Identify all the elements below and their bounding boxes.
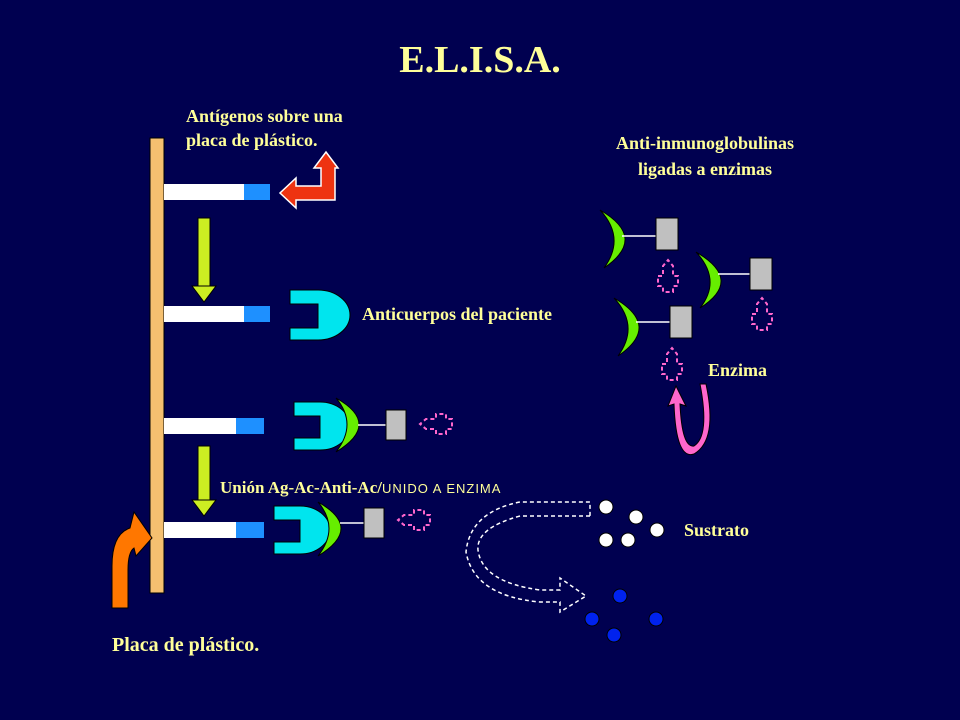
- antigen-row-3: [164, 418, 264, 434]
- anti-ig-1: [599, 209, 679, 269]
- patient-antibody-shape: [289, 289, 351, 341]
- reaction-arrow-icon: [465, 501, 591, 614]
- enzyme-icon: [661, 347, 683, 381]
- patient-antibodies-label: Anticuerpos del paciente: [362, 304, 552, 324]
- orange-arrow-icon: [111, 510, 153, 609]
- anti-ig-3: [613, 297, 693, 357]
- substrate-dots: [598, 499, 665, 548]
- union-label-sub: UNIDO A ENZIMA: [381, 481, 502, 496]
- antigen-row-4: [164, 522, 264, 538]
- enzyme-icon: [397, 509, 431, 531]
- anti-ig-label: Anti-inmunoglobulinas ligadas a enzimas: [585, 130, 825, 182]
- plate-label: Placa de plástico.: [112, 634, 260, 656]
- red-arrow-icon: [278, 150, 340, 210]
- bound-antibody-shape: [293, 401, 351, 451]
- antigens-label-line1: Antígenos sobre una: [186, 106, 343, 126]
- union-label: Unión Ag-Ac-Anti-Ac/UNIDO A ENZIMA: [220, 478, 501, 498]
- down-arrow-icon: [191, 217, 217, 303]
- page-title: E.L.I.S.A.: [399, 39, 561, 81]
- bound-antibody-shape: [273, 505, 331, 555]
- anti-ig-label-line2: ligadas a enzimas: [637, 159, 772, 179]
- down-arrow-icon: [191, 445, 217, 517]
- anti-ig-2: [695, 251, 773, 309]
- enzyme-box: [363, 507, 385, 539]
- pink-arrow-icon: [667, 383, 711, 456]
- antigen-row-2: [164, 306, 270, 322]
- anti-ig-label-line1: Anti-inmunoglobulinas: [615, 133, 795, 153]
- enzyme-label: Enzima: [708, 360, 768, 380]
- antigens-label-line2: placa de plástico.: [186, 130, 318, 150]
- bound-anti-ig-shape: [335, 397, 360, 453]
- enzyme-box: [385, 409, 407, 441]
- enzyme-icon: [751, 297, 773, 331]
- product-dots: [584, 588, 664, 643]
- antigens-label: Antígenos sobre una placa de plástico.: [186, 104, 343, 152]
- enzyme-icon: [419, 413, 453, 435]
- antigen-row-1: [164, 184, 270, 200]
- bound-anti-ig-shape: [317, 501, 342, 557]
- plastic-plate-bar: [149, 137, 165, 594]
- enzyme-icon: [657, 259, 679, 293]
- union-label-main: Unión Ag-Ac-Anti-Ac/: [220, 478, 382, 497]
- substrate-label: Sustrato: [684, 520, 750, 540]
